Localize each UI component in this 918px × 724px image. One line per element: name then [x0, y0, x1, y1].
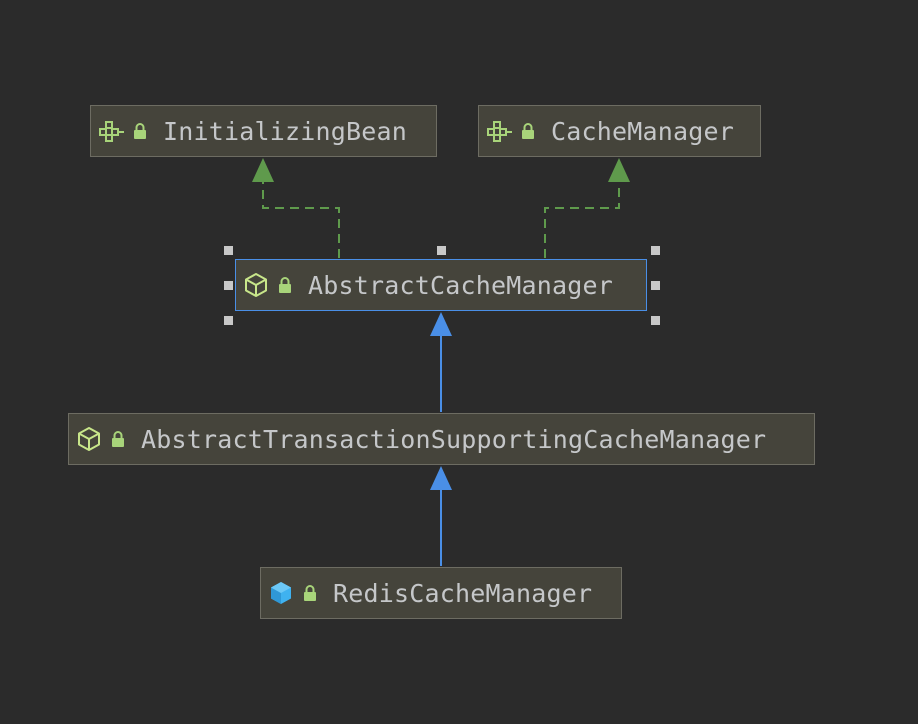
- node-label: AbstractCacheManager: [308, 270, 614, 300]
- selection-handle-top-right[interactable]: [651, 246, 660, 255]
- selection-handle-middle-left[interactable]: [224, 281, 233, 290]
- node-label: InitializingBean: [163, 116, 408, 146]
- node-label: AbstractTransactionSupportingCacheManage…: [141, 424, 767, 454]
- abstract-class-icon: [242, 271, 270, 299]
- node-abstract-transaction-supporting-cache-manager[interactable]: AbstractTransactionSupportingCacheManage…: [68, 413, 815, 465]
- interface-icon: [97, 117, 125, 145]
- arrowhead-extends-abstract-tx-cache-manager: [430, 466, 452, 490]
- arrowhead-implements-initializing-bean: [252, 158, 274, 182]
- lock-icon: [519, 121, 537, 141]
- arrowhead-extends-abstract-cache-manager: [430, 312, 452, 336]
- edge-implements-initializing-bean: [262, 182, 340, 258]
- selection-handle-top-center[interactable]: [437, 246, 446, 255]
- class-icon: [267, 579, 295, 607]
- lock-icon: [276, 275, 294, 295]
- edge-implements-cache-manager: [544, 182, 620, 258]
- selection-handle-top-left[interactable]: [224, 246, 233, 255]
- selection-handle-middle-right[interactable]: [651, 281, 660, 290]
- abstract-class-icon: [75, 425, 103, 453]
- selection-handle-bottom-right[interactable]: [651, 316, 660, 325]
- node-initializing-bean[interactable]: InitializingBean: [90, 105, 437, 157]
- node-cache-manager[interactable]: CacheManager: [478, 105, 761, 157]
- node-label: RedisCacheManager: [333, 578, 593, 608]
- node-abstract-cache-manager[interactable]: AbstractCacheManager: [235, 259, 647, 311]
- interface-icon: [485, 117, 513, 145]
- node-label: CacheManager: [551, 116, 735, 146]
- selection-handle-bottom-left[interactable]: [224, 316, 233, 325]
- node-redis-cache-manager[interactable]: RedisCacheManager: [260, 567, 622, 619]
- lock-icon: [131, 121, 149, 141]
- arrowhead-implements-cache-manager: [608, 158, 630, 182]
- lock-icon: [109, 429, 127, 449]
- lock-icon: [301, 583, 319, 603]
